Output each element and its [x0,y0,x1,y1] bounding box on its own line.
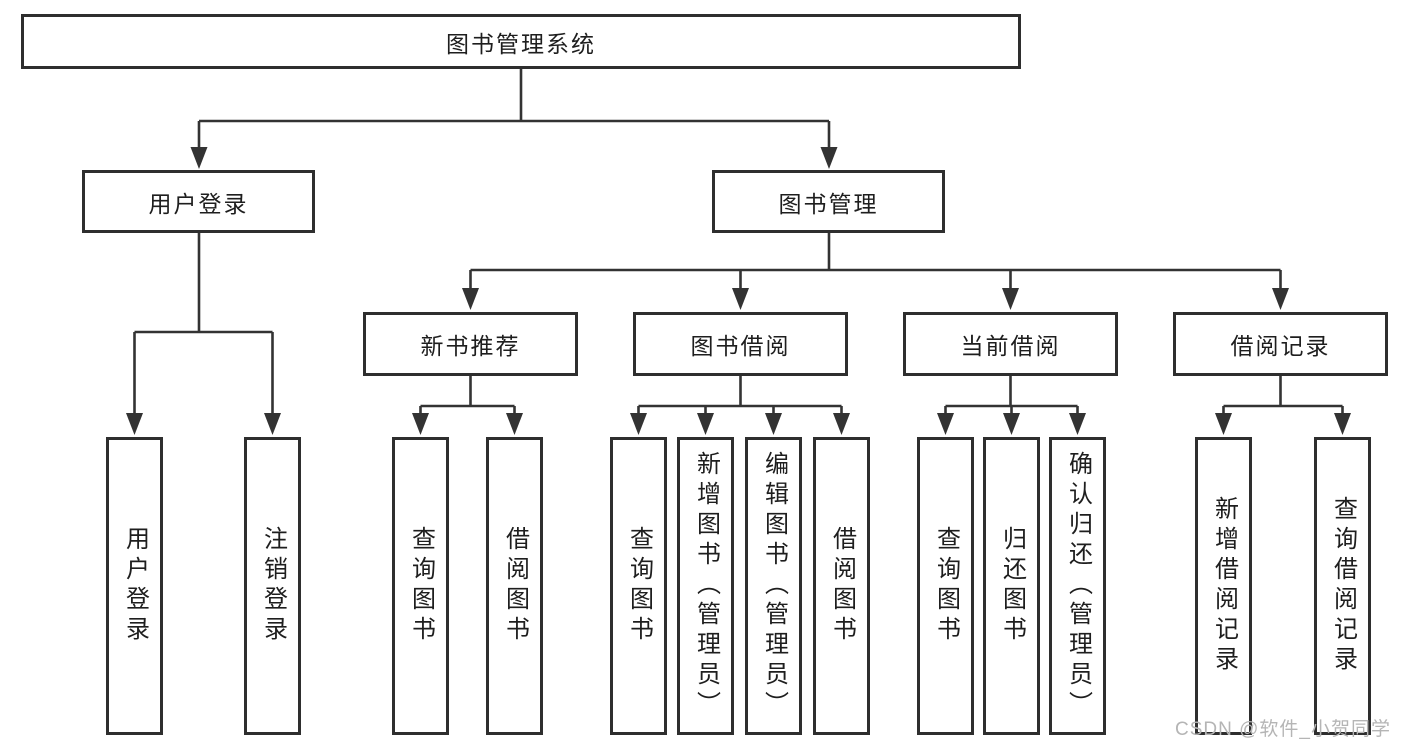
connector-user-login [126,233,281,435]
node-leaf-cb-confirm-label: 确认归还（管理员） [1064,451,1092,721]
node-leaf-br-query: 查询借阅记录 [1314,437,1371,735]
node-leaf-bb-edit: 编辑图书（管理员） [745,437,802,735]
connector-borrow-records [1215,376,1351,435]
node-leaf-bb-query: 查询图书 [610,437,667,735]
node-leaf-bb-query-label: 查询图书 [625,526,653,646]
node-leaf-logout: 注销登录 [244,437,301,735]
node-book-mgmt-label: 图书管理 [778,190,879,217]
connector-book-borrow [630,376,850,435]
node-leaf-cb-return-label: 归还图书 [998,526,1026,646]
node-leaf-user-login-label: 用户登录 [121,526,149,646]
node-leaf-bb-borrow-label: 借阅图书 [828,526,856,646]
node-book-borrow-label: 图书借阅 [690,333,791,359]
connector-root [190,69,838,169]
node-leaf-nb-borrow: 借阅图书 [486,437,543,735]
node-new-books-label: 新书推荐 [420,333,521,359]
node-leaf-bb-borrow: 借阅图书 [813,437,870,735]
connector-new-books [412,376,523,435]
node-root-label: 图书管理系统 [446,30,596,57]
node-book-borrow: 图书借阅 [633,312,848,376]
node-leaf-br-query-label: 查询借阅记录 [1329,496,1357,676]
node-leaf-bb-add-label: 新增图书（管理员） [692,451,720,721]
csdn-watermark: CSDN @软件_小贺同学 [1175,719,1391,740]
node-leaf-cb-query-label: 查询图书 [932,526,960,646]
node-leaf-logout-label: 注销登录 [259,526,287,646]
node-user-login-label: 用户登录 [148,190,249,217]
node-leaf-nb-query-label: 查询图书 [407,526,435,646]
node-borrow-records: 借阅记录 [1173,312,1388,376]
node-leaf-bb-add: 新增图书（管理员） [677,437,734,735]
node-user-login: 用户登录 [82,170,315,233]
node-leaf-user-login: 用户登录 [106,437,163,735]
node-new-books: 新书推荐 [363,312,578,376]
node-book-mgmt: 图书管理 [712,170,945,233]
node-leaf-nb-query: 查询图书 [392,437,449,735]
node-borrow-records-label: 借阅记录 [1230,333,1331,359]
node-leaf-nb-borrow-label: 借阅图书 [501,526,529,646]
node-leaf-cb-confirm: 确认归还（管理员） [1049,437,1106,735]
node-leaf-br-add-label: 新增借阅记录 [1210,496,1238,676]
connector-book-mgmt [462,233,1289,310]
node-current-borrow: 当前借阅 [903,312,1118,376]
node-leaf-br-add: 新增借阅记录 [1195,437,1252,735]
node-root: 图书管理系统 [21,14,1021,69]
connector-current-borrow [937,376,1086,435]
node-leaf-bb-edit-label: 编辑图书（管理员） [760,451,788,721]
node-leaf-cb-return: 归还图书 [983,437,1040,735]
node-current-borrow-label: 当前借阅 [960,333,1061,359]
node-leaf-cb-query: 查询图书 [917,437,974,735]
